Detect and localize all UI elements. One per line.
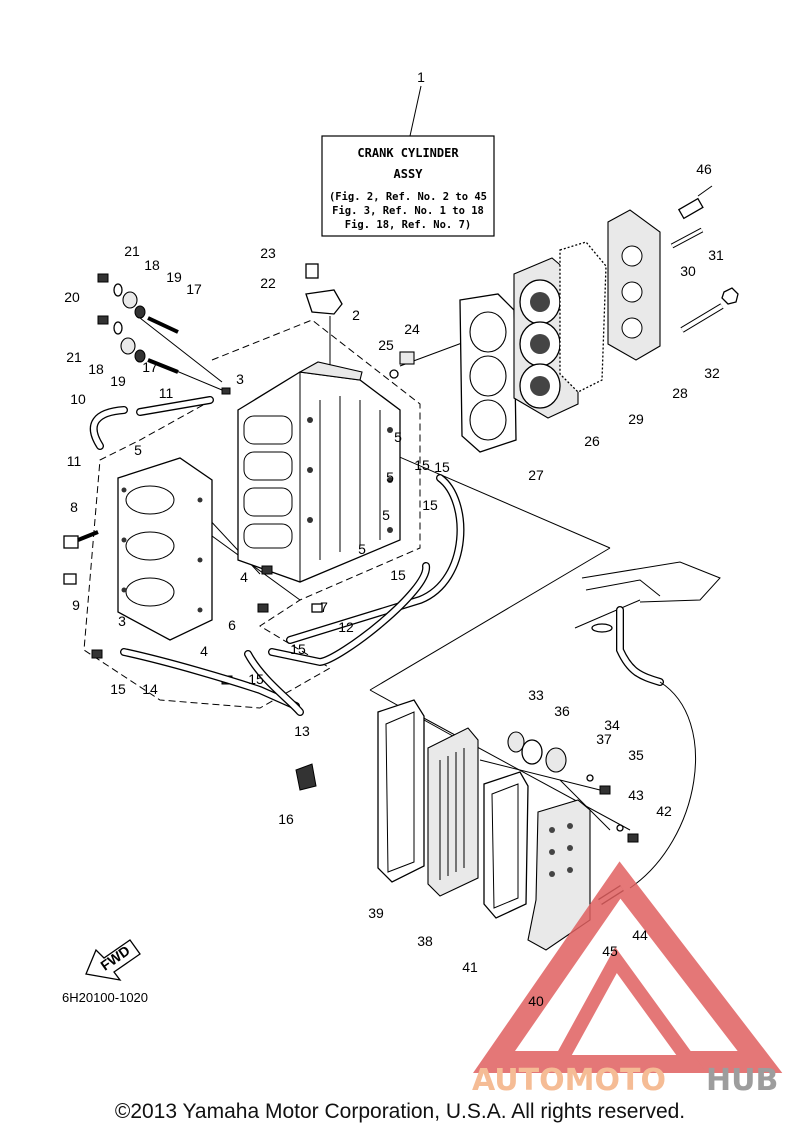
callout-27: 27 [528, 467, 544, 483]
callout-1: 1 [417, 69, 425, 85]
title-ref-3: Fig. 18, Ref. No. 7) [345, 219, 471, 231]
title-ref-2: Fig. 3, Ref. No. 1 to 18 [332, 205, 484, 217]
callout-8: 8 [70, 499, 78, 515]
nut-32 [721, 287, 739, 305]
callout-15: 15 [390, 567, 406, 583]
callout-10: 10 [70, 391, 86, 407]
gasket-41 [483, 771, 529, 919]
callout-34: 34 [604, 717, 620, 733]
drawing-code: 6H20100-1020 [62, 990, 148, 1005]
callout-43: 43 [628, 787, 644, 803]
callout-22: 22 [260, 275, 276, 291]
callout-29: 29 [628, 411, 644, 427]
assembly-boundary [83, 319, 421, 709]
callout-14: 14 [142, 681, 158, 697]
callout-44: 44 [632, 927, 648, 943]
head-cover-28 [607, 209, 661, 361]
bolt-31 [680, 303, 724, 333]
callout-15: 15 [248, 671, 264, 687]
lower-casing-outline [574, 561, 721, 889]
callout-5: 5 [394, 429, 402, 445]
callout-20: 20 [64, 289, 80, 305]
title-line-2: ASSY [394, 167, 424, 181]
outer-cover-40 [527, 799, 591, 951]
callout-42: 42 [656, 803, 672, 819]
callout-30: 30 [680, 263, 696, 279]
callout-15: 15 [290, 641, 306, 657]
callout-21: 21 [124, 243, 140, 259]
callout-23: 23 [260, 245, 276, 261]
callout-17: 17 [142, 359, 158, 375]
callout-45: 45 [602, 943, 618, 959]
callout-18: 18 [88, 361, 104, 377]
callout-16: 16 [278, 811, 294, 827]
title-line-1: CRANK CYLINDER [357, 146, 459, 160]
callout-15: 15 [414, 457, 430, 473]
callout-19: 19 [110, 373, 126, 389]
callout-28: 28 [672, 385, 688, 401]
callout-41: 41 [462, 959, 478, 975]
thermostat-parts [507, 731, 639, 843]
callout-33: 33 [528, 687, 544, 703]
callout-3: 3 [236, 371, 244, 387]
callout-5: 5 [134, 442, 142, 458]
spark-plug-46 [677, 185, 713, 220]
callout-26: 26 [584, 433, 600, 449]
callout-4: 4 [240, 569, 248, 585]
callout-19: 19 [166, 269, 182, 285]
head-gasket-27 [459, 293, 517, 453]
callout-9: 9 [72, 597, 80, 613]
callout-5: 5 [382, 507, 390, 523]
callout-15: 15 [422, 497, 438, 513]
callout-2: 2 [352, 307, 360, 323]
callout-18: 18 [144, 257, 160, 273]
callout-40: 40 [528, 993, 544, 1009]
callout-24: 24 [404, 321, 420, 337]
callout-37: 37 [596, 731, 612, 747]
bolt-30 [670, 227, 704, 249]
watermark-part2: HUB [706, 1063, 778, 1098]
cylinder-block-6 [117, 457, 213, 641]
copyright-notice: ©2013 Yamaha Motor Corporation, U.S.A. A… [114, 1100, 686, 1123]
callout-7: 7 [320, 599, 328, 615]
callout-38: 38 [417, 933, 433, 949]
fwd-arrow: FWD [85, 939, 141, 981]
callout-39: 39 [368, 905, 384, 921]
callout-36: 36 [554, 703, 570, 719]
cover-gasket-29 [559, 241, 607, 393]
callout-13: 13 [294, 723, 310, 739]
cover-gasket-39 [377, 699, 425, 883]
title-ref-1: (Fig. 2, Ref. No. 2 to 45 [329, 191, 487, 203]
callout-11: 11 [159, 385, 174, 401]
hoses [89, 396, 465, 716]
watermark-part1: AUTOMOTO [472, 1063, 666, 1098]
callout-4: 4 [200, 643, 208, 659]
callout-12: 12 [338, 619, 354, 635]
callout-17: 17 [186, 281, 202, 297]
callout-46: 46 [696, 161, 712, 177]
callout-25: 25 [378, 337, 394, 353]
callout-21: 21 [66, 349, 82, 365]
callout-32: 32 [704, 365, 720, 381]
inner-cover-38 [427, 727, 479, 897]
callout-11: 11 [67, 453, 82, 469]
callout-35: 35 [628, 747, 644, 763]
callout-5: 5 [358, 541, 366, 557]
callout-15: 15 [434, 459, 450, 475]
assembly-title-box: CRANK CYLINDER ASSY (Fig. 2, Ref. No. 2 … [321, 85, 495, 237]
crankcase-2 [237, 361, 401, 583]
callout-6: 6 [228, 617, 236, 633]
callout-3: 3 [118, 613, 126, 629]
callout-5: 5 [386, 469, 394, 485]
callout-31: 31 [708, 247, 724, 263]
callout-15: 15 [110, 681, 126, 697]
watermark-logo: AUTOMOTO HUB [472, 861, 783, 1098]
